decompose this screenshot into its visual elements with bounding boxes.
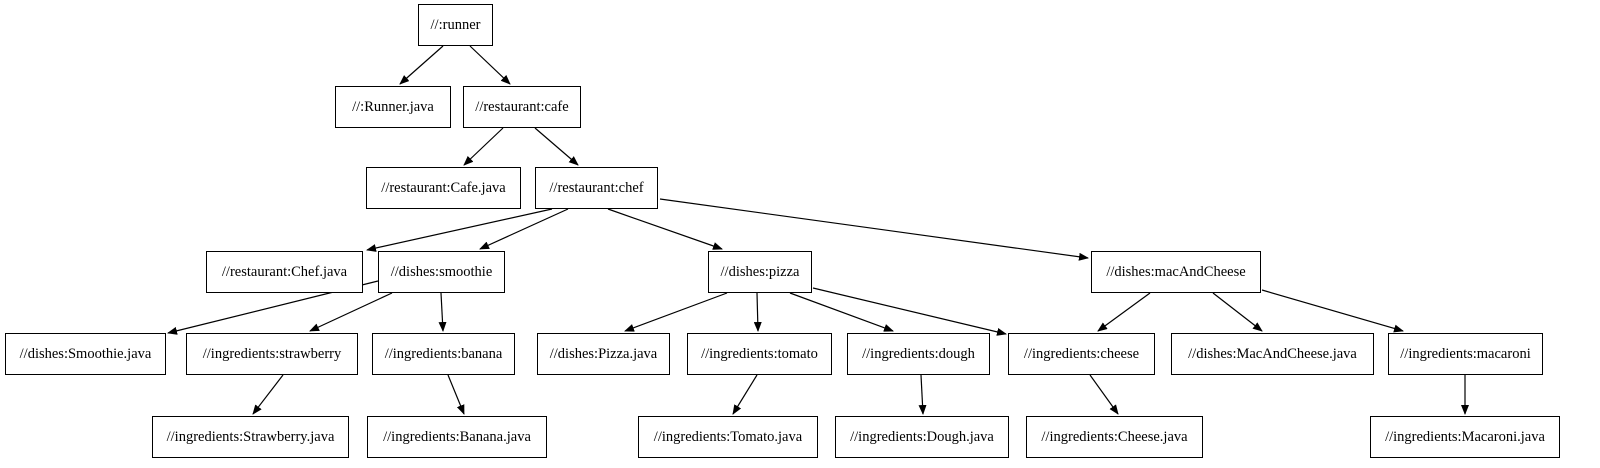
graph-node-macaroni_java[interactable]: //ingredients:Macaroni.java	[1370, 416, 1560, 458]
graph-node-runner_java[interactable]: //:Runner.java	[335, 86, 451, 128]
graph-node-ing_dough[interactable]: //ingredients:dough	[847, 333, 990, 375]
graph-node-ing_banana[interactable]: //ingredients:banana	[372, 333, 515, 375]
graph-edge-dishes_smoothie-to-ing_banana	[438, 292, 447, 332]
graph-node-label: //dishes:smoothie	[390, 263, 493, 280]
graph-edge-restaurant_chef-to-dishes_pizza	[607, 208, 723, 250]
graph-node-cafe_java[interactable]: //restaurant:Cafe.java	[366, 167, 521, 209]
graph-node-dishes_pizza[interactable]: //dishes:pizza	[708, 251, 812, 293]
graph-edge-ing_tomato-to-tomato_java	[732, 374, 758, 415]
graph-node-label: //dishes:pizza	[720, 263, 800, 280]
graph-edge-runner-to-runner_java	[399, 45, 444, 85]
graph-edge-ing_cheese-to-cheese_java	[1089, 374, 1119, 415]
graph-node-label: //ingredients:dough	[862, 345, 975, 362]
graph-node-tomato_java[interactable]: //ingredients:Tomato.java	[638, 416, 818, 458]
graph-node-mac_java[interactable]: //dishes:MacAndCheese.java	[1171, 333, 1374, 375]
graph-node-pizza_java[interactable]: //dishes:Pizza.java	[537, 333, 670, 375]
graph-node-restaurant_chef[interactable]: //restaurant:chef	[535, 167, 658, 209]
graph-edge-restaurant_chef-to-dishes_mac	[659, 198, 1089, 261]
graph-edge-dishes_mac-to-ing_macaroni	[1261, 289, 1404, 333]
graph-edge-ing_dough-to-dough_java	[918, 374, 927, 415]
graph-node-dishes_smoothie[interactable]: //dishes:smoothie	[378, 251, 505, 293]
graph-node-label: //:Runner.java	[352, 98, 434, 115]
graph-node-label: //ingredients:Tomato.java	[653, 428, 803, 445]
graph-edge-ing_strawberry-to-strawberry_java	[252, 374, 284, 415]
graph-edge-dishes_smoothie-to-ing_strawberry	[309, 292, 393, 332]
graph-node-restaurant_cafe[interactable]: //restaurant:cafe	[463, 86, 581, 128]
graph-edge-dishes_pizza-to-pizza_java	[624, 292, 728, 332]
graph-node-label: //ingredients:macaroni	[1400, 345, 1531, 362]
graph-node-smoothie_java[interactable]: //dishes:Smoothie.java	[5, 333, 166, 375]
graph-node-ing_tomato[interactable]: //ingredients:tomato	[687, 333, 832, 375]
graph-edge-dishes_mac-to-mac_java	[1212, 292, 1263, 332]
graph-node-label: //restaurant:cafe	[475, 98, 569, 115]
graph-node-chef_java[interactable]: //restaurant:Chef.java	[206, 251, 363, 293]
graph-node-label: //ingredients:Strawberry.java	[166, 428, 335, 445]
graph-node-label: //ingredients:Macaroni.java	[1385, 428, 1545, 445]
graph-node-label: //ingredients:Banana.java	[383, 428, 531, 445]
graph-node-label: //ingredients:tomato	[701, 345, 818, 362]
graph-node-label: //ingredients:strawberry	[202, 345, 342, 362]
graph-node-cheese_java[interactable]: //ingredients:Cheese.java	[1026, 416, 1203, 458]
graph-edge-dishes_pizza-to-ing_dough	[789, 292, 894, 332]
graph-node-label: //ingredients:cheese	[1023, 345, 1140, 362]
graph-edge-restaurant_chef-to-dishes_smoothie	[479, 208, 569, 250]
graph-edge-ing_banana-to-banana_java	[447, 374, 465, 415]
graph-node-label: //restaurant:chef	[549, 179, 644, 196]
graph-node-ing_strawberry[interactable]: //ingredients:strawberry	[186, 333, 358, 375]
graph-node-label: //ingredients:banana	[384, 345, 503, 362]
graph-edge-restaurant_cafe-to-cafe_java	[463, 127, 504, 166]
graph-node-banana_java[interactable]: //ingredients:Banana.java	[367, 416, 547, 458]
graph-node-label: //ingredients:Cheese.java	[1041, 428, 1188, 445]
graph-edge-dishes_pizza-to-ing_cheese	[812, 287, 1007, 336]
graph-edge-restaurant_chef-to-chef_java	[366, 208, 553, 252]
graph-node-dough_java[interactable]: //ingredients:Dough.java	[835, 416, 1009, 458]
graph-node-label: //restaurant:Chef.java	[221, 263, 348, 280]
graph-node-runner[interactable]: //:runner	[418, 4, 493, 46]
graph-node-label: //dishes:Smoothie.java	[19, 345, 152, 362]
graph-edge-restaurant_cafe-to-restaurant_chef	[534, 127, 579, 166]
graph-edge-dishes_pizza-to-ing_tomato	[753, 292, 762, 332]
graph-node-label: //dishes:MacAndCheese.java	[1188, 345, 1357, 362]
graph-node-label: //restaurant:Cafe.java	[381, 179, 506, 196]
graph-edge-dishes_mac-to-ing_cheese	[1097, 292, 1151, 332]
graph-node-label: //dishes:macAndCheese	[1106, 263, 1246, 280]
graph-node-ing_macaroni[interactable]: //ingredients:macaroni	[1388, 333, 1543, 375]
graph-node-strawberry_java[interactable]: //ingredients:Strawberry.java	[152, 416, 349, 458]
graph-node-label: //dishes:Pizza.java	[549, 345, 658, 362]
graph-node-label: //:runner	[430, 16, 481, 33]
graph-node-dishes_mac[interactable]: //dishes:macAndCheese	[1091, 251, 1261, 293]
graph-node-ing_cheese[interactable]: //ingredients:cheese	[1008, 333, 1155, 375]
graph-node-label: //ingredients:Dough.java	[850, 428, 994, 445]
graph-edge-runner-to-restaurant_cafe	[469, 45, 511, 85]
